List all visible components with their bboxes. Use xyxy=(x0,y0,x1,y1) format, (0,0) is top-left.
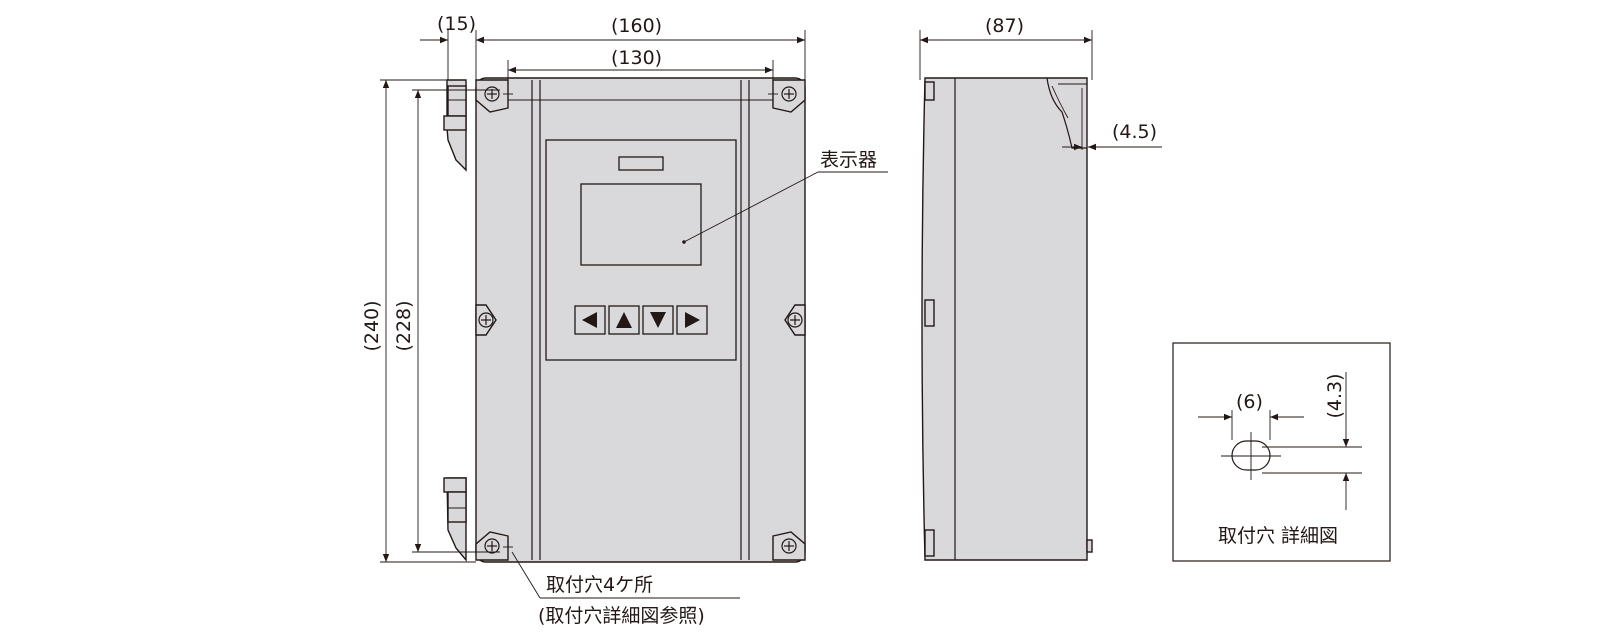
arrow-up-icon xyxy=(616,312,632,328)
screw-mid-left-icon xyxy=(475,304,497,336)
dim-bracket-width: (15) xyxy=(437,13,476,35)
indicator-window xyxy=(618,156,664,171)
front-dimensions: (15) (160) (130) (240) (228) xyxy=(361,13,806,563)
mounting-hole-marks xyxy=(503,89,778,552)
detail-title: 取付穴 詳細図 xyxy=(1218,525,1338,547)
dim-overall-height: (240) xyxy=(361,300,383,351)
arrow-down-icon xyxy=(650,312,666,328)
side-dimensions: (87) (4.5) xyxy=(919,15,1162,151)
detail-frame xyxy=(1172,342,1391,562)
front-view: 表示器 取付穴4ケ所 (取付穴詳細図参照) xyxy=(443,77,888,627)
arrow-right-icon xyxy=(685,312,700,328)
screw-bottom-right-icon xyxy=(772,531,806,561)
dim-hole-height: (4.3) xyxy=(1324,373,1346,418)
mounting-holes-note: (取付穴詳細図参照) xyxy=(538,605,705,627)
corner-screws xyxy=(475,79,806,561)
dim-offset: (4.5) xyxy=(1112,121,1157,143)
screw-bottom-left-icon xyxy=(475,531,509,561)
dim-overall-width: (160) xyxy=(611,15,662,37)
dim-hole-width: (6) xyxy=(1236,391,1263,413)
dim-depth: (87) xyxy=(985,15,1024,37)
mounting-holes-label: 取付穴4ケ所 xyxy=(546,574,653,596)
screw-top-right-icon xyxy=(772,79,806,113)
screw-mid-right-icon xyxy=(784,304,806,336)
dim-hole-pitch-width: (130) xyxy=(611,47,662,69)
detail-view: (6) (4.3) 取付穴 詳細図 xyxy=(1172,342,1391,562)
display-screen xyxy=(580,183,702,266)
keypad xyxy=(574,305,708,335)
side-view xyxy=(921,77,1093,561)
left-bracket-bottom xyxy=(443,477,467,562)
display-label: 表示器 xyxy=(820,149,877,171)
screw-top-left-icon xyxy=(475,79,509,113)
left-bracket-top xyxy=(443,79,467,172)
arrow-left-icon xyxy=(582,312,597,328)
dim-hole-pitch-height: (228) xyxy=(393,300,415,351)
enclosure-side xyxy=(921,77,1088,561)
